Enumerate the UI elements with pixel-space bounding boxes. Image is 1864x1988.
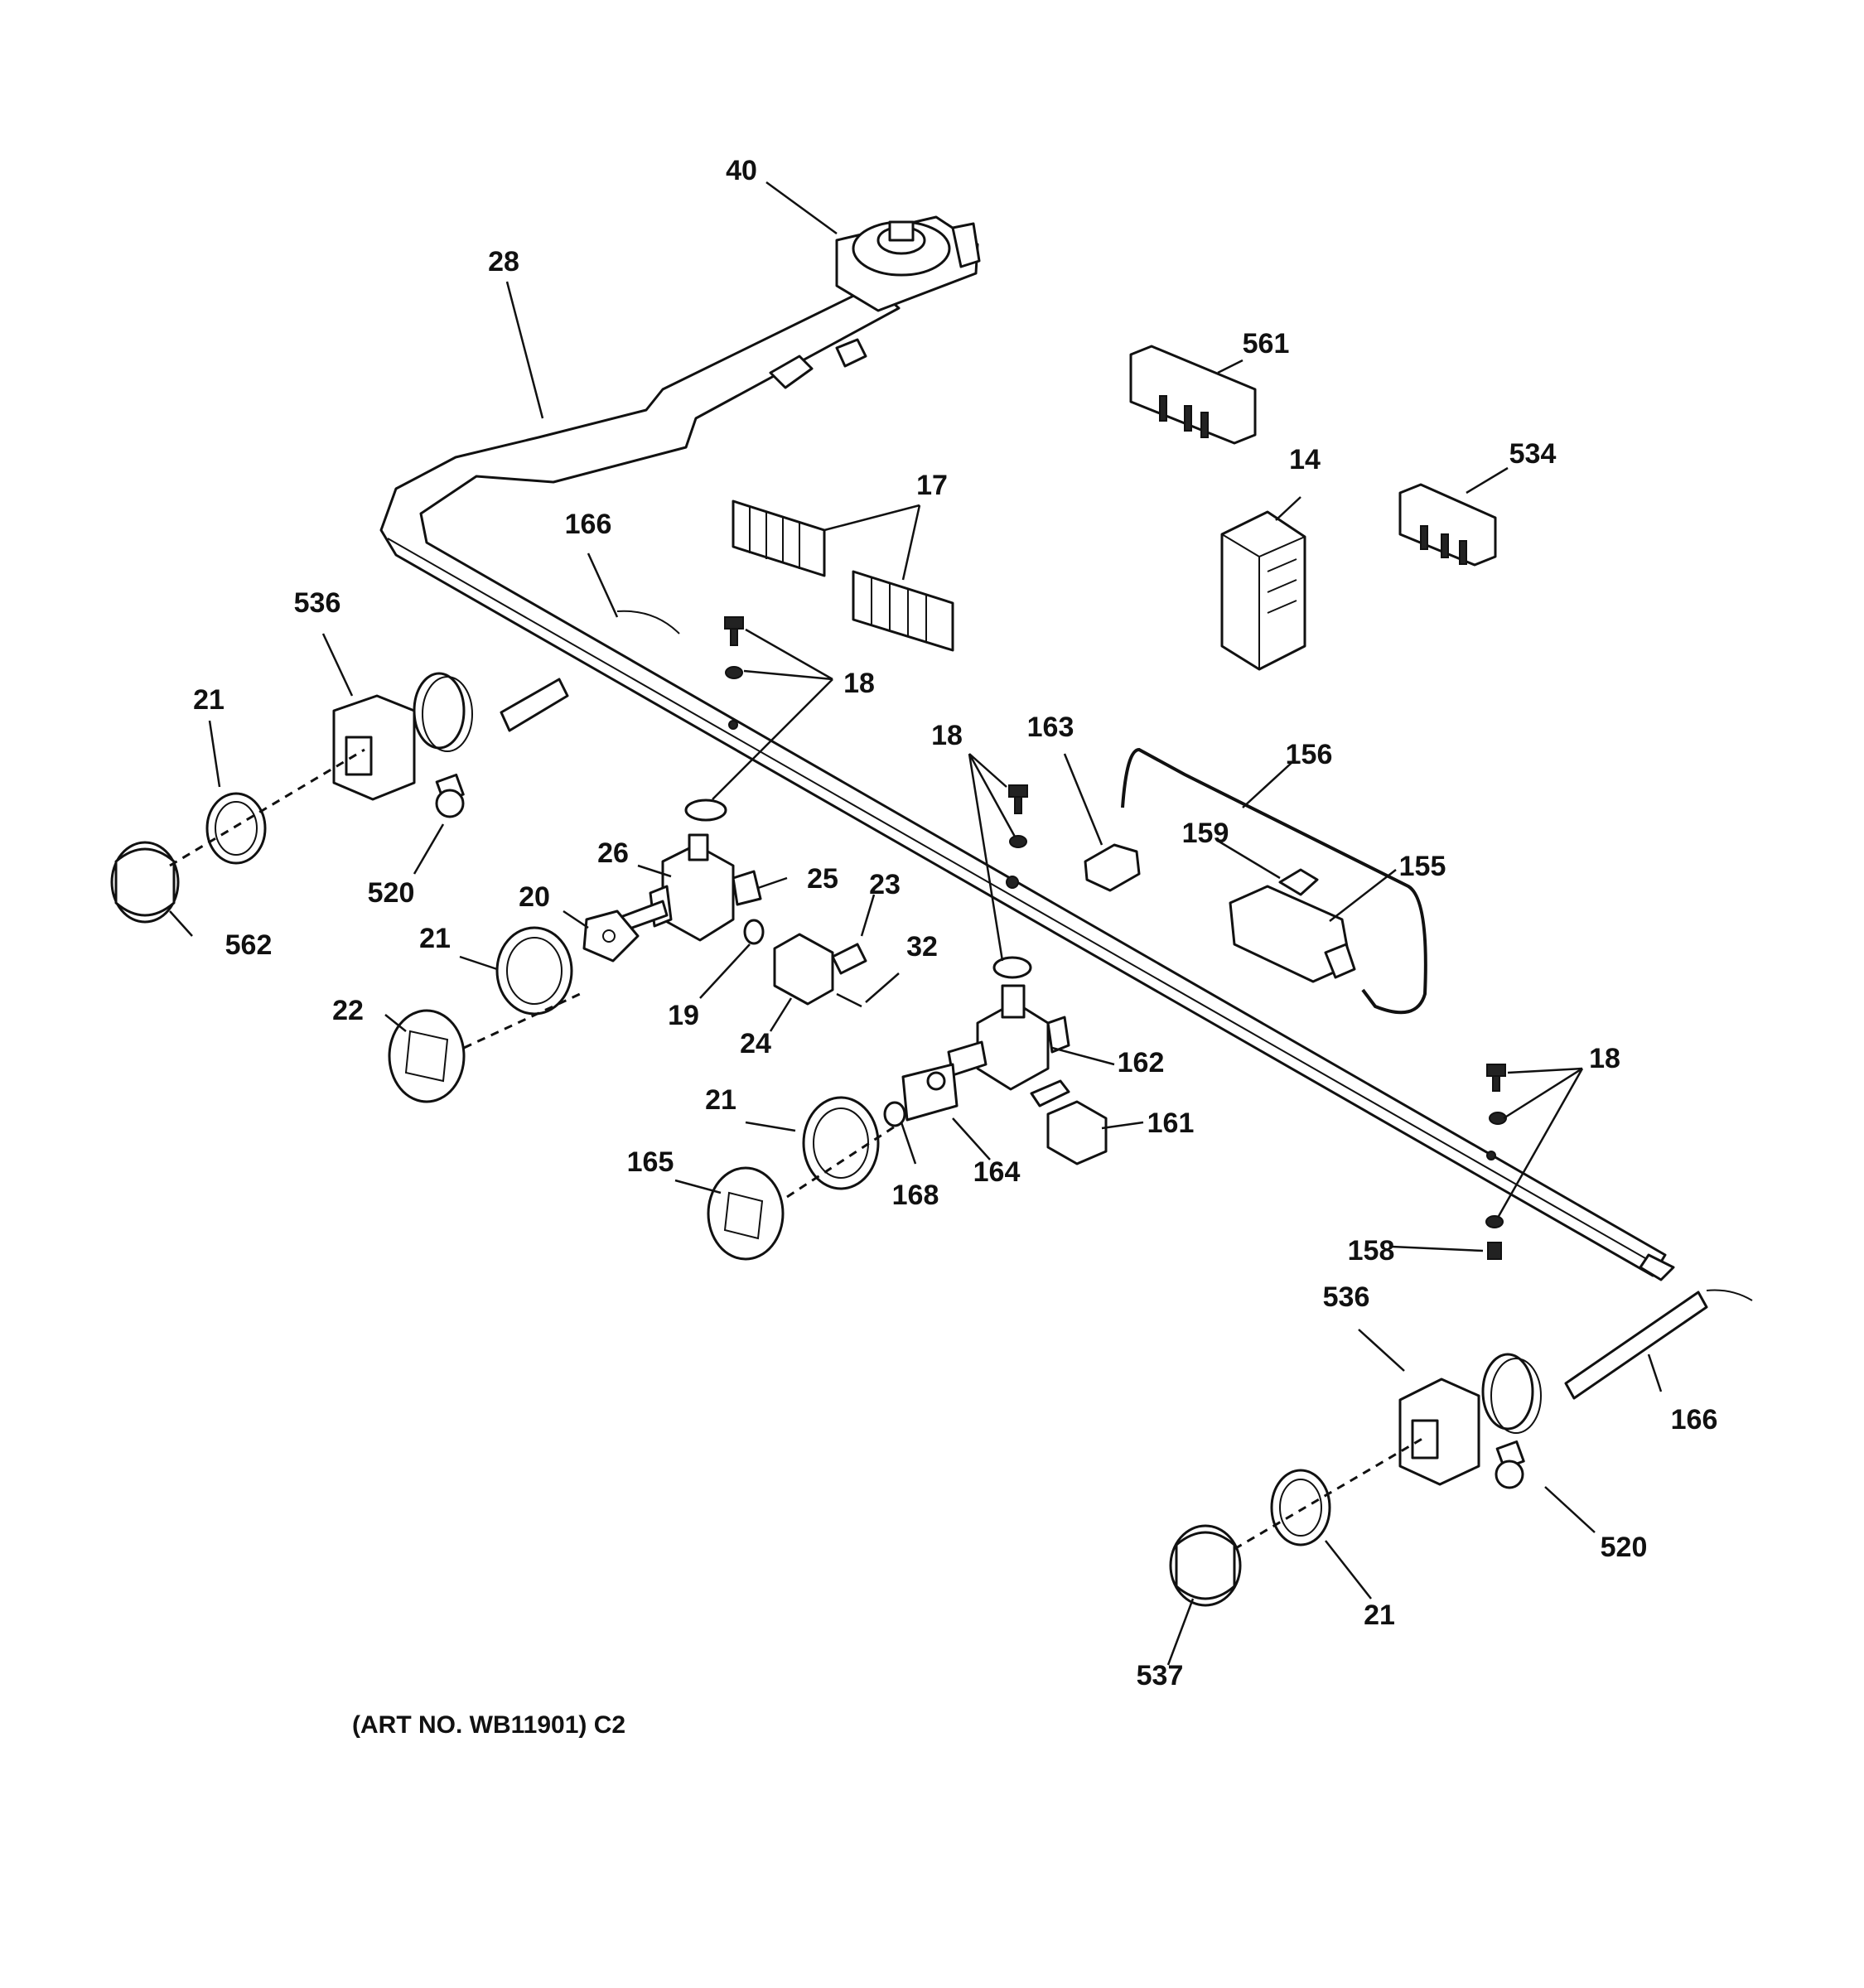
- callout-562: 562: [225, 929, 273, 961]
- screw-158: [1487, 1242, 1502, 1260]
- callout-166-lower: 166: [1671, 1404, 1718, 1436]
- bracket-164: [901, 1063, 959, 1122]
- callout-21-left: 21: [193, 684, 225, 716]
- callout-labels: 40 28 561 14 534 17 166 536 21 18 562 52…: [193, 155, 1717, 1691]
- thermostat-right: [1398, 1289, 1753, 1489]
- callout-21-lower: 21: [705, 1084, 736, 1116]
- callout-162: 162: [1118, 1047, 1165, 1078]
- terminal-block-lower: [852, 570, 954, 652]
- screw-18-c: [1485, 1064, 1507, 1228]
- callout-25: 25: [807, 863, 838, 895]
- callout-561: 561: [1243, 328, 1290, 359]
- callout-21-upper: 21: [419, 923, 451, 954]
- callout-17: 17: [916, 470, 948, 501]
- callout-520-right: 520: [1601, 1532, 1648, 1563]
- knob-22: [388, 1009, 466, 1103]
- callout-163: 163: [1027, 712, 1074, 743]
- callout-21-right: 21: [1364, 1600, 1395, 1631]
- bezel-21-lower: [802, 1096, 880, 1190]
- callout-20: 20: [519, 881, 550, 913]
- callout-32: 32: [906, 931, 938, 963]
- callout-168: 168: [892, 1180, 939, 1211]
- switch-24: [773, 933, 867, 1006]
- screw-18-a: [684, 616, 744, 822]
- callout-19: 19: [668, 1000, 699, 1031]
- callout-18-middle: 18: [931, 720, 963, 751]
- terminal-block-534: [1398, 483, 1497, 567]
- callout-22: 22: [332, 995, 364, 1026]
- leader-lines: [169, 181, 1663, 1666]
- valve-162: [947, 984, 1070, 1091]
- bezel-21-right: [1270, 1469, 1331, 1546]
- callout-156: 156: [1286, 739, 1333, 770]
- switch-161: [1030, 1079, 1108, 1165]
- callout-164: 164: [973, 1156, 1021, 1188]
- callout-14: 14: [1289, 444, 1321, 475]
- spark-module: [1220, 510, 1306, 671]
- screw-18-b: [992, 784, 1032, 979]
- callout-155: 155: [1399, 851, 1446, 882]
- knob-537: [1169, 1524, 1242, 1607]
- pressure-regulator: [769, 215, 981, 389]
- callout-161: 161: [1147, 1107, 1195, 1139]
- callout-536-left: 536: [294, 587, 341, 619]
- knob-165: [707, 1166, 785, 1261]
- callout-28: 28: [488, 246, 519, 277]
- callout-23: 23: [869, 869, 901, 900]
- fitting-163: [1084, 843, 1141, 892]
- o-ring-19: [743, 919, 765, 945]
- callout-166-upper: 166: [565, 509, 612, 540]
- callout-537: 537: [1137, 1660, 1184, 1691]
- bezel-21-upper: [495, 926, 573, 1016]
- part-159: [1278, 868, 1319, 896]
- callout-534: 534: [1509, 438, 1557, 470]
- callout-165: 165: [627, 1146, 674, 1178]
- terminal-block-561: [1129, 345, 1257, 445]
- bezel-left: [205, 792, 267, 865]
- callout-40: 40: [726, 155, 757, 186]
- callout-18-upper: 18: [843, 668, 875, 699]
- tube-156: [1121, 747, 1427, 1015]
- terminal-block-upper: [732, 499, 826, 577]
- art-number-caption: (ART NO. WB11901) C2: [352, 1711, 625, 1739]
- callout-18-lower: 18: [1589, 1043, 1620, 1074]
- callout-26: 26: [597, 837, 629, 869]
- bracket-20: [582, 910, 640, 963]
- thermostat-left: [332, 610, 680, 818]
- washer-168: [883, 1101, 906, 1127]
- callout-520-left: 520: [368, 877, 415, 909]
- screw-32: [836, 992, 862, 1008]
- callout-159: 159: [1182, 818, 1229, 849]
- callout-24: 24: [740, 1028, 771, 1059]
- knob-562: [110, 841, 180, 924]
- manifold-pipe: [379, 284, 1675, 1281]
- callout-536-right: 536: [1323, 1281, 1370, 1313]
- igniter-155: [1229, 885, 1356, 983]
- callout-158: 158: [1348, 1235, 1395, 1267]
